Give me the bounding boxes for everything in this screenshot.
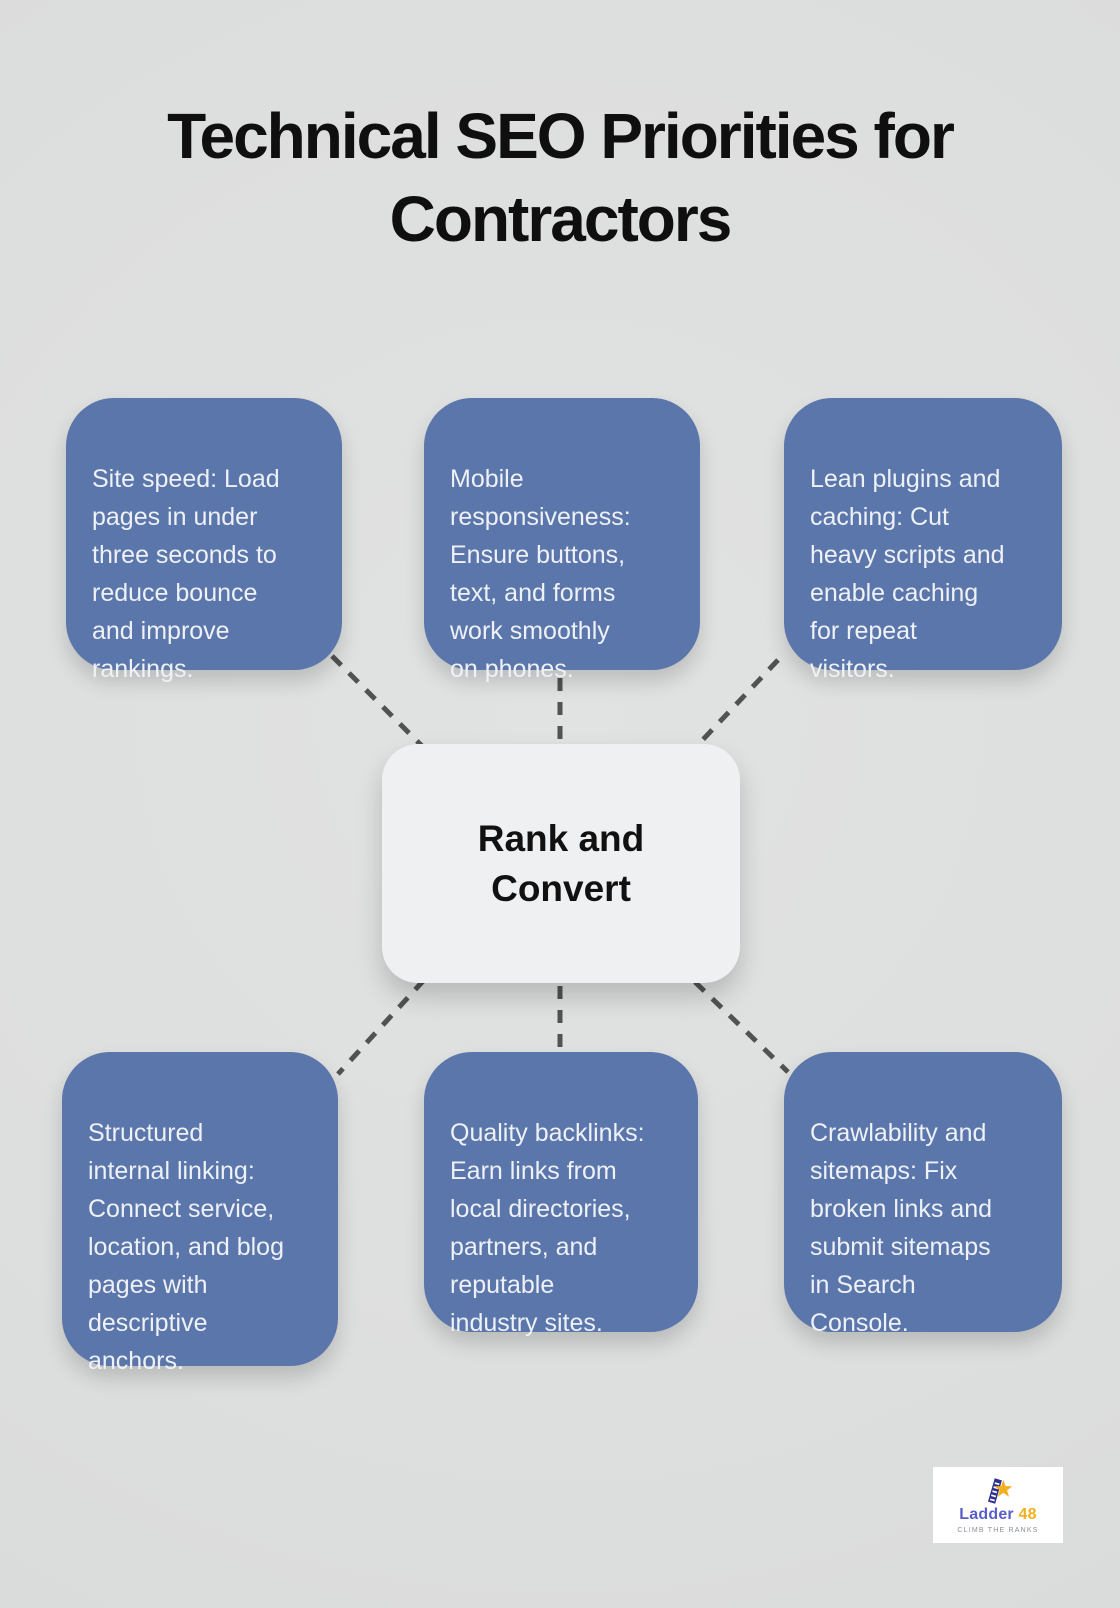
node-mobile-responsiveness-text: Mobile responsiveness: Ensure buttons, t… [450,465,631,683]
logo-ladder48: Ladder 48 CLIMB THE RANKS [933,1467,1063,1543]
ladder-star-icon [988,1478,1013,1504]
node-crawlability-sitemaps: Crawlability and sitemaps: Fix broken li… [784,1052,1062,1337]
connector-bottom-right [693,980,790,1074]
connector-top-left [330,654,426,750]
node-site-speed: Site speed: Load pages in under three se… [66,398,342,683]
page-title: Technical SEO Priorities for Contractors [167,100,955,256]
node-crawlability-sitemaps-text: Crawlability and sitemaps: Fix broken li… [810,1119,993,1337]
logo-name-ladder: Ladder [959,1506,1014,1523]
logo-name: Ladder 48 [959,1507,1036,1523]
connector-bottom-left [336,978,426,1076]
center-node-label: Rank and Convert [477,817,645,909]
node-site-speed-text: Site speed: Load pages in under three se… [92,465,280,683]
node-structured-internal-linking-text: Structured internal linking: Connect ser… [88,1119,284,1375]
node-quality-backlinks-text: Quality backlinks: Earn links from local… [450,1119,645,1337]
node-lean-plugins-caching: Lean plugins and caching: Cut heavy scri… [784,398,1062,683]
connector-top-right [693,658,780,750]
logo-tagline: CLIMB THE RANKS [957,1527,1039,1534]
node-mobile-responsiveness: Mobile responsiveness: Ensure buttons, t… [424,398,700,683]
node-structured-internal-linking: Structured internal linking: Connect ser… [62,1052,338,1375]
logo-name-48: 48 [1018,1506,1037,1523]
center-node-rank-and-convert: Rank and Convert [382,744,740,983]
node-quality-backlinks: Quality backlinks: Earn links from local… [424,1052,698,1337]
node-lean-plugins-caching-text: Lean plugins and caching: Cut heavy scri… [810,465,1005,683]
